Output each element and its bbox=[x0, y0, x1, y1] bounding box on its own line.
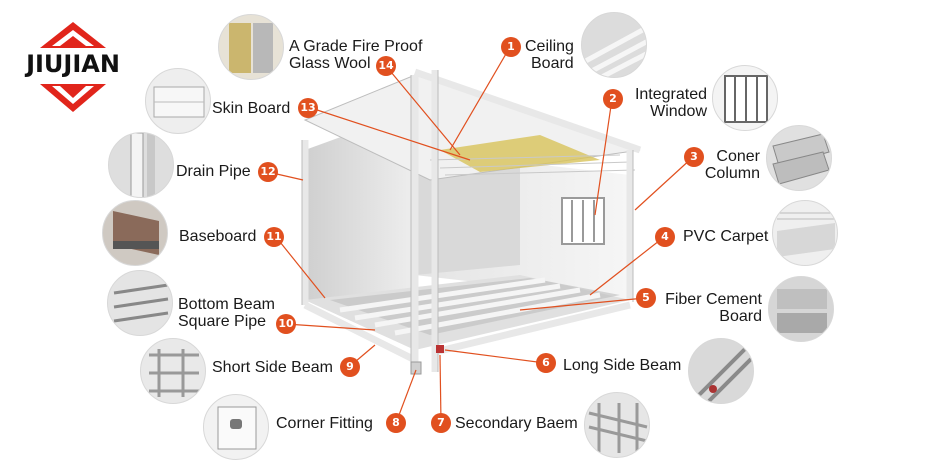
label-corner-fitting: Corner Fitting bbox=[276, 415, 373, 432]
thumb-corner-fitting bbox=[203, 394, 269, 460]
thumb-secondary-beam bbox=[584, 392, 650, 458]
thumb-corner-column bbox=[766, 125, 832, 191]
thumb-long-side-beam bbox=[688, 338, 754, 404]
thumb-window bbox=[712, 65, 778, 131]
logo-mark bbox=[40, 22, 106, 112]
brand-name: JIUJIAN bbox=[26, 50, 120, 78]
label-long-side-beam: Long Side Beam bbox=[563, 357, 682, 374]
thumb-glass-wool bbox=[218, 14, 284, 80]
label-skin-board: Skin Board bbox=[212, 100, 291, 117]
badge-5: 5 bbox=[636, 288, 656, 308]
badge-10: 10 bbox=[276, 314, 296, 334]
label-drain-pipe: Drain Pipe bbox=[176, 163, 251, 180]
badge-6: 6 bbox=[536, 353, 556, 373]
thumb-bottom-beam bbox=[107, 270, 173, 336]
badge-1: 1 bbox=[501, 37, 521, 57]
thumb-ceiling-board bbox=[581, 12, 647, 78]
badge-11: 11 bbox=[264, 227, 284, 247]
badge-8: 8 bbox=[386, 413, 406, 433]
thumb-fiber-cement-board bbox=[768, 276, 834, 342]
brand-logo: JIUJIAN bbox=[14, 22, 132, 112]
thumb-skin-board bbox=[145, 68, 211, 134]
label-baseboard: Baseboard bbox=[179, 228, 257, 245]
label-pvc-carpet: PVC Carpet bbox=[683, 228, 769, 245]
side-wall bbox=[305, 110, 415, 350]
thumb-pvc-carpet bbox=[772, 200, 838, 266]
badge-2: 2 bbox=[603, 89, 623, 109]
badge-14: 14 bbox=[376, 56, 396, 76]
badge-3: 3 bbox=[684, 147, 704, 167]
thumb-short-side-beam bbox=[140, 338, 206, 404]
glass-wool bbox=[440, 135, 600, 172]
label-short-side-beam: Short Side Beam bbox=[212, 359, 333, 376]
badge-9: 9 bbox=[340, 357, 360, 377]
thumb-drain-pipe bbox=[108, 132, 174, 198]
corner-fitting bbox=[410, 361, 422, 375]
badge-4: 4 bbox=[655, 227, 675, 247]
badge-12: 12 bbox=[258, 162, 278, 182]
badge-7: 7 bbox=[431, 413, 451, 433]
badge-13: 13 bbox=[298, 98, 318, 118]
thumb-baseboard bbox=[102, 200, 168, 266]
label-secondary-beam: Secondary Baem bbox=[455, 415, 578, 432]
fitting-bolt bbox=[436, 345, 444, 353]
